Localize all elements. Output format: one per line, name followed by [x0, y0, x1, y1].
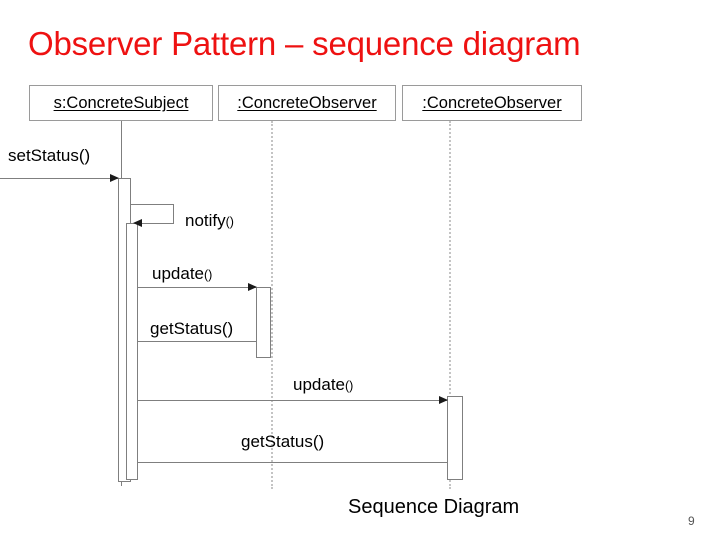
- message-label-update-1: update(): [152, 264, 212, 285]
- arrowhead-set-status-icon: [110, 173, 119, 182]
- participant-label-subject: s:ConcreteSubject: [53, 94, 189, 112]
- message-label-get-status-2: getStatus(): [241, 432, 324, 452]
- participant-box-observer-2[interactable]: :ConcreteObserver: [402, 85, 582, 121]
- message-label-set-status: setStatus(): [8, 146, 90, 166]
- message-arrow-notify-bottom: [138, 223, 174, 224]
- message-label-notify: notify(): [185, 211, 234, 232]
- message-parens-set-status: (): [78, 146, 91, 165]
- message-label-update-2: update(): [293, 375, 353, 396]
- participant-label-observer-2: :ConcreteObserver: [422, 94, 562, 112]
- message-text-get-status-1: getStatus(): [150, 319, 234, 338]
- message-text-notify: notify: [185, 211, 226, 230]
- message-arrow-update-1: [137, 287, 256, 288]
- lifeline-observer-2: [449, 121, 451, 489]
- diagram-caption: Sequence Diagram: [348, 496, 520, 518]
- message-text-set-status: setStatus: [8, 146, 79, 165]
- message-arrow-notify-side: [173, 204, 174, 223]
- message-text-get-status-2: getStatus(): [241, 432, 325, 451]
- message-arrow-update-2: [137, 400, 447, 401]
- message-arrow-notify-top: [131, 204, 174, 205]
- message-text-update-1: update: [152, 264, 204, 283]
- activation-bar-observer-1: [256, 287, 271, 358]
- arrowhead-notify-icon: [133, 218, 142, 227]
- activation-bar-observer-2: [447, 396, 463, 480]
- message-parens-notify: (): [225, 215, 234, 229]
- lifeline-observer-1: [271, 121, 273, 489]
- participant-box-subject[interactable]: s:ConcreteSubject: [29, 85, 213, 121]
- message-arrow-get-status-2: [137, 462, 447, 463]
- message-arrow-set-status: [0, 178, 118, 179]
- arrowhead-update-1-icon: [248, 282, 257, 291]
- arrowhead-update-2-icon: [439, 395, 448, 404]
- page-title: Observer Pattern – sequence diagram: [28, 25, 581, 62]
- activation-bar-subject-nested: [126, 223, 138, 480]
- message-arrow-get-status-1: [137, 341, 256, 342]
- participant-label-observer-1: :ConcreteObserver: [237, 94, 377, 112]
- participant-box-observer-1[interactable]: :ConcreteObserver: [218, 85, 396, 121]
- message-label-get-status-1: getStatus(): [150, 319, 233, 339]
- message-text-update-2: update: [293, 375, 345, 394]
- message-parens-update-2: (): [345, 379, 354, 393]
- message-parens-update-1: (): [204, 268, 213, 282]
- page-number: 9: [688, 514, 695, 528]
